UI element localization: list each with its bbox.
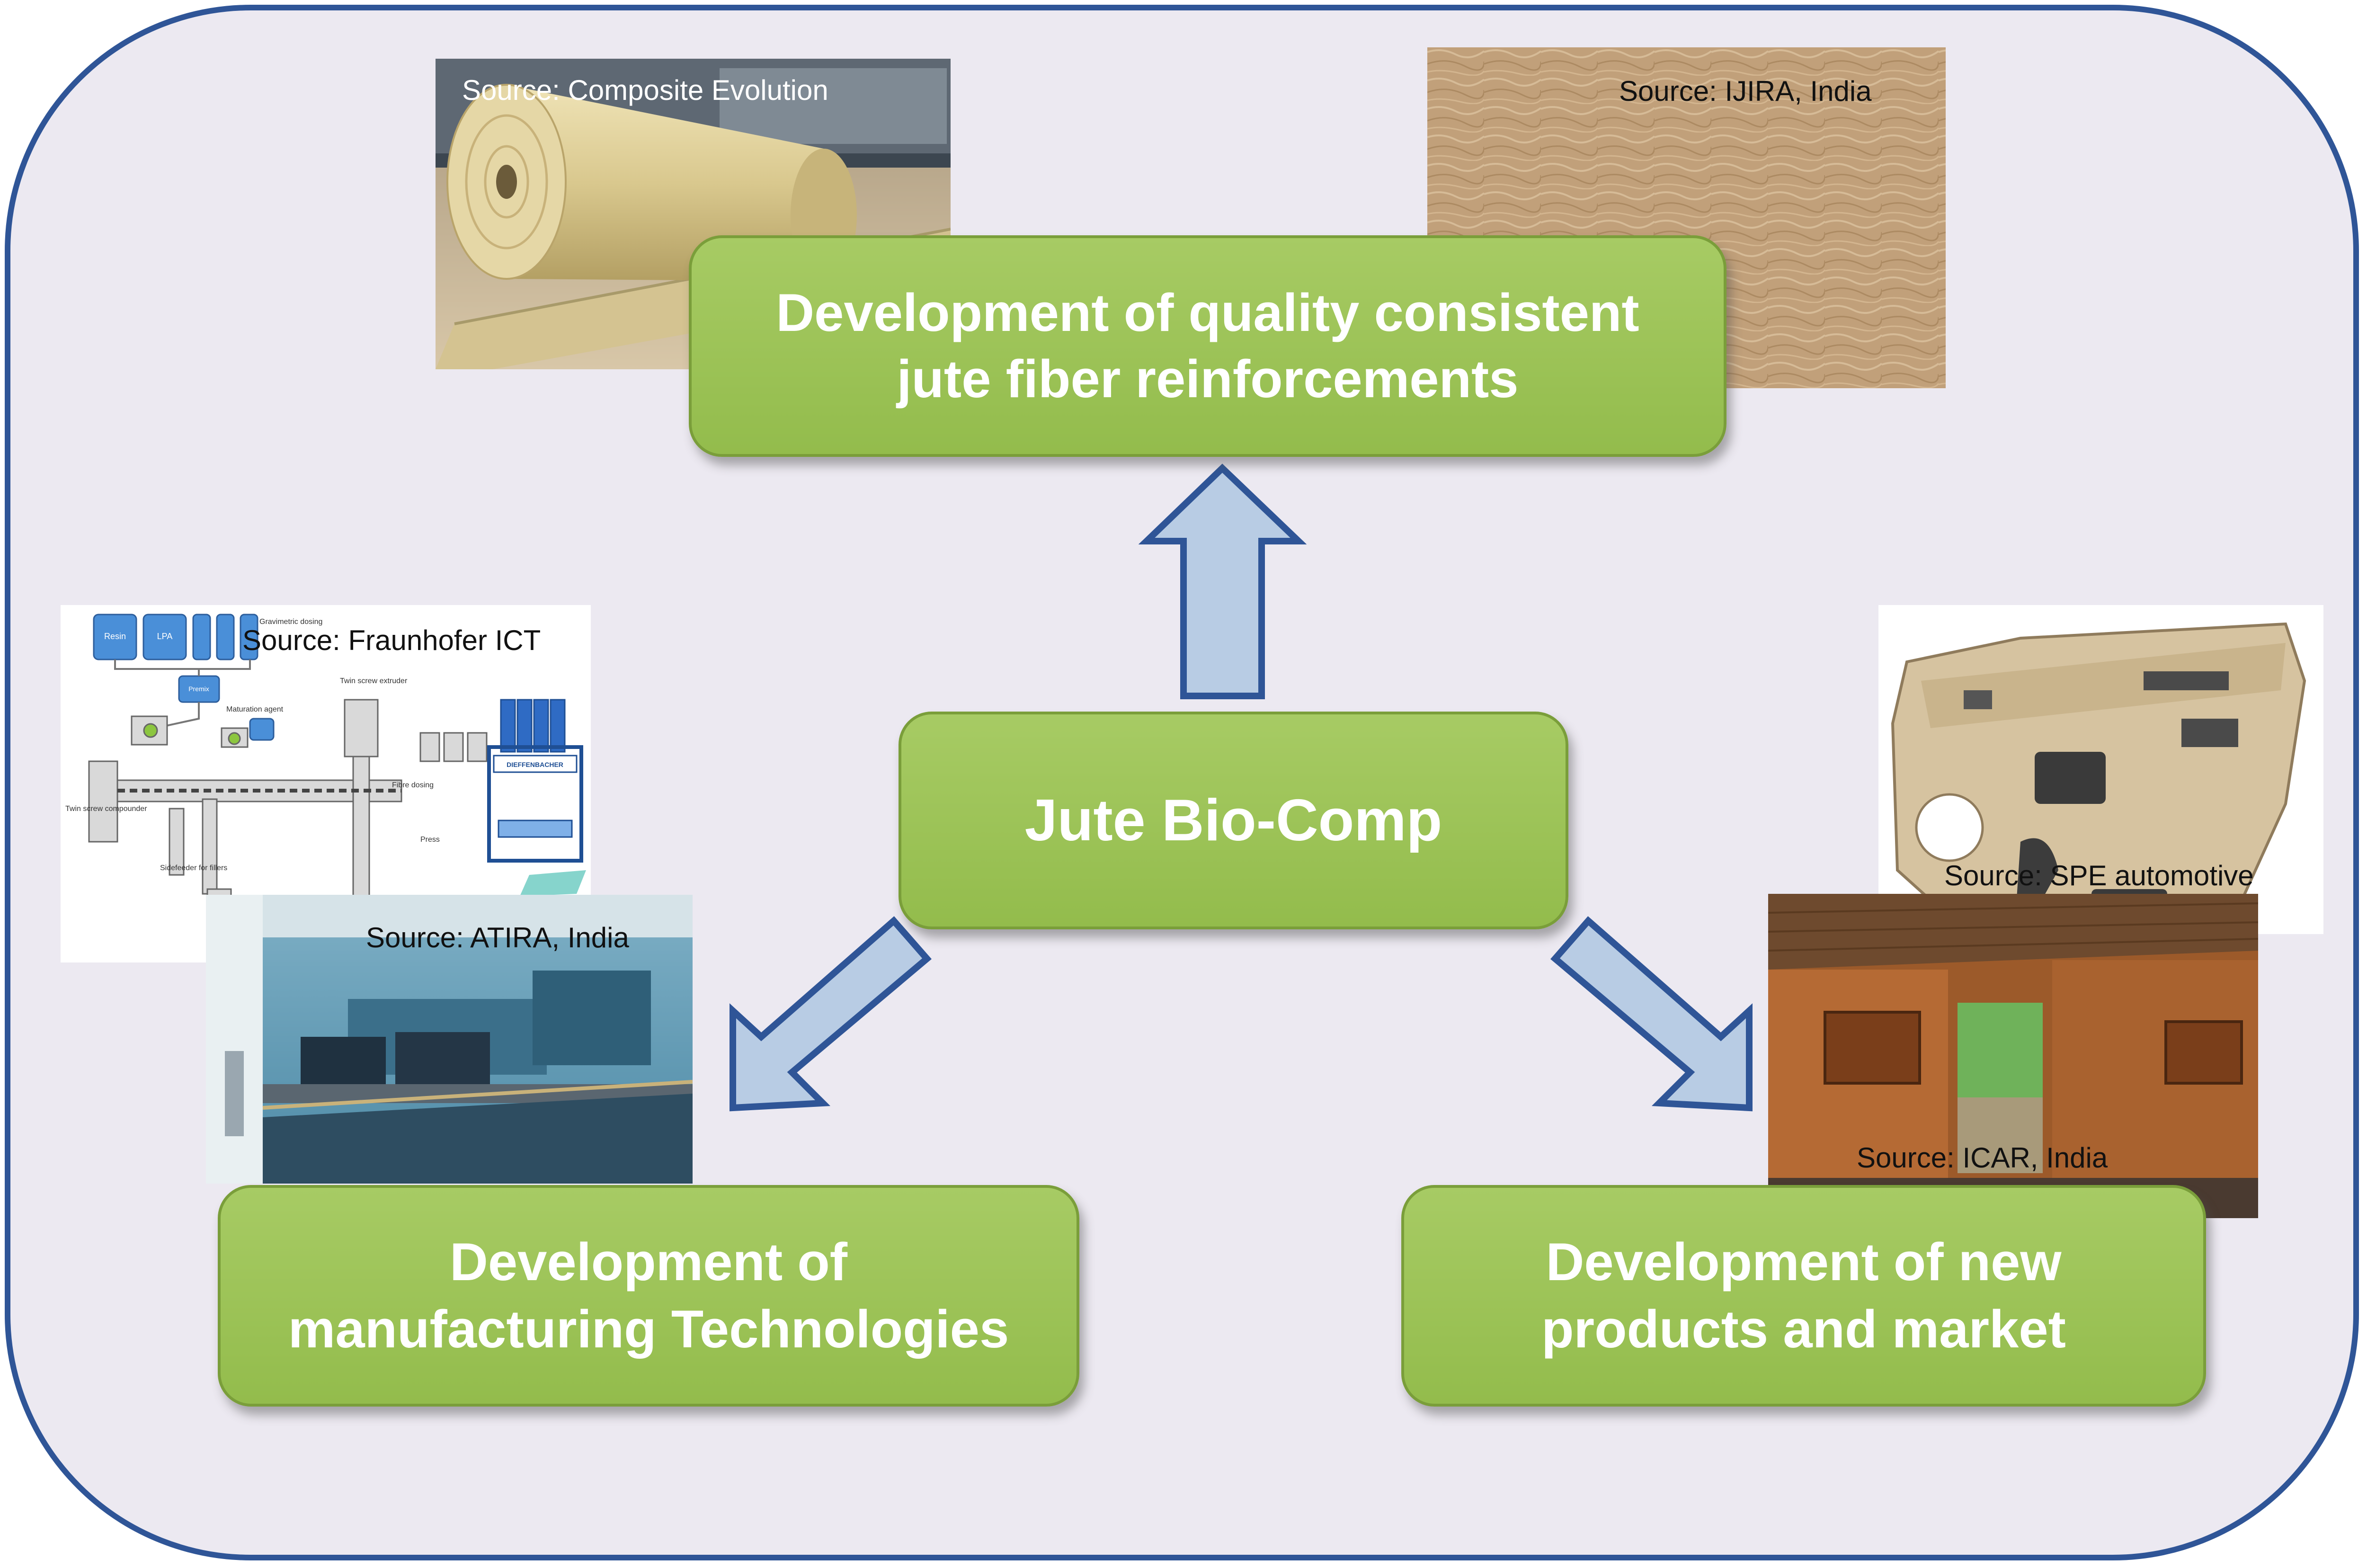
source-label: Source: IJIRA, India — [1619, 75, 1872, 107]
schematic-label: Twin screw extruder — [340, 677, 408, 685]
right-box-line2: products and market — [1541, 1300, 2066, 1359]
door-panel-photo — [1878, 605, 2323, 934]
schematic-label: Gravimetric dosing — [259, 618, 322, 626]
left-box: Development of manufacturing Technologie… — [218, 1185, 1079, 1407]
top-box-line1: Development of quality consistent — [776, 283, 1639, 342]
left-box-line1: Development of — [449, 1232, 848, 1292]
center-box-label: Jute Bio-Comp — [1024, 788, 1442, 853]
schematic-label: Resin — [104, 632, 126, 641]
source-label: Source: Composite Evolution — [462, 74, 828, 106]
top-box: Development of quality consistent jute f… — [689, 235, 1726, 457]
schematic-label: Press — [420, 836, 440, 844]
center-box: Jute Bio-Comp — [899, 712, 1568, 929]
schematic-label: DIEFFENBACHER — [507, 761, 563, 768]
right-box: Development of new products and market — [1401, 1185, 2206, 1407]
manufacturing-line-photo — [206, 895, 693, 1184]
schematic-label: Twin screw compounder — [65, 805, 147, 813]
source-label: Source: Fraunhofer ICT — [242, 624, 541, 656]
up-arrow — [1139, 463, 1307, 699]
schematic-label: Fibre dosing — [392, 781, 434, 789]
schematic-label: Maturation agent — [226, 705, 284, 713]
left-box-line2: manufacturing Technologies — [288, 1300, 1009, 1359]
top-box-line2: jute fiber reinforcements — [897, 349, 1519, 409]
schematic-label: Premix — [188, 685, 209, 693]
source-label: Source: ICAR, India — [1857, 1142, 2108, 1174]
schematic-label: LPA — [157, 632, 173, 641]
right-box-line1: Development of new — [1546, 1232, 2062, 1292]
down-left-arrow — [730, 916, 932, 1112]
schematic-label: Sidefeeder for fillers — [160, 864, 227, 872]
down-right-arrow — [1550, 916, 1753, 1112]
source-label: Source: ATIRA, India — [366, 922, 629, 953]
source-label: Source: SPE automotive — [1944, 860, 2254, 891]
